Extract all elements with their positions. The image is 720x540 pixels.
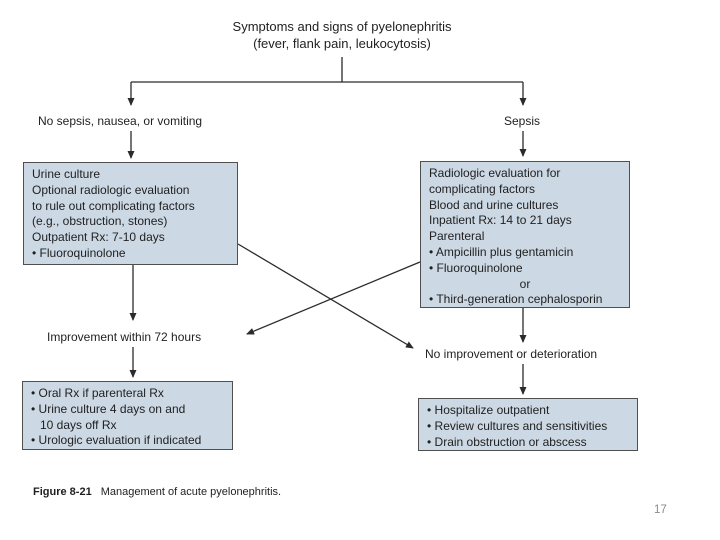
outcome-label-improvement: Improvement within 72 hours (47, 330, 202, 344)
box-line: Optional radiologic evaluation (32, 182, 190, 197)
figure-caption: Figure 8-21 Management of acute pyeloneph… (33, 486, 281, 499)
branch-label-no-sepsis: No sepsis, nausea, or vomiting (38, 114, 203, 128)
arrow-rightbox-to-improvement-diagonal (246, 261, 421, 335)
box-line: • Urologic evaluation if indicated (31, 433, 202, 448)
inpatient-treatment-box: Radiologic evaluation for complicating f… (420, 161, 630, 308)
box-line: • Ampicillin plus gentamicin (429, 244, 574, 259)
figure-caption-label: Figure 8-21 (33, 486, 92, 498)
box-line: Parenteral (429, 229, 485, 244)
improvement-followup-box: • Oral Rx if parenteral Rx • Urine cultu… (22, 381, 233, 450)
box-line: • Hospitalize outpatient (427, 403, 550, 417)
box-line: • Urine culture 4 days on and (31, 401, 186, 416)
box-line: or (519, 276, 531, 291)
flowchart-title-line2: (fever, flank pain, leukocytosis) (253, 36, 431, 51)
branch-label-sepsis: Sepsis (504, 114, 541, 128)
figure-caption-text: Management of acute pyelonephritis. (100, 486, 282, 498)
arrow-leftbox-to-noimprovement-diagonal (237, 243, 414, 349)
flowchart-title: Symptoms and signs of pyelonephritis (fe… (233, 18, 452, 52)
box-line: Inpatient Rx: 14 to 21 days (429, 213, 572, 228)
flowchart-title-line1: Symptoms and signs of pyelonephritis (232, 19, 452, 34)
box-line: • Review cultures and sensitivities (427, 418, 608, 433)
box-line: • Fluoroquinolone (32, 245, 126, 260)
box-line: • Fluoroquinolone (429, 260, 523, 275)
outpatient-treatment-box: Urine culture Optional radiologic evalua… (23, 162, 238, 265)
box-line: to rule out complicating factors (32, 198, 195, 213)
box-line: complicating factors (429, 181, 536, 196)
box-line: • Third-generation cephalosporin (429, 292, 603, 307)
box-line: • Drain obstruction or abscess (427, 434, 587, 449)
box-line: (e.g., obstruction, stones) (32, 214, 168, 229)
slide-page-number: 17 (654, 504, 667, 516)
box-line: Urine culture (32, 167, 101, 181)
box-line: • Oral Rx if parenteral Rx (31, 386, 164, 400)
box-line: 10 days off Rx (40, 417, 117, 432)
box-line: Outpatient Rx: 7-10 days (32, 230, 165, 245)
box-line: Radiologic evaluation for (429, 166, 561, 180)
outcome-label-no-improvement: No improvement or deterioration (425, 347, 598, 361)
box-line: Blood and urine cultures (429, 197, 559, 212)
deterioration-action-box: • Hospitalize outpatient • Review cultur… (418, 398, 638, 451)
